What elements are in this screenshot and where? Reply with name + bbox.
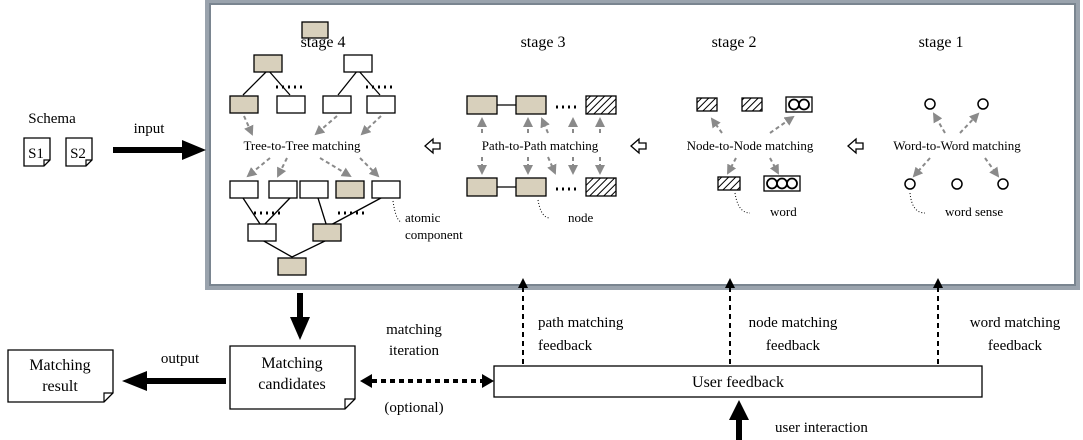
word-sense-icon [997, 178, 1009, 190]
optional-label: (optional) [384, 400, 443, 416]
tree-node [229, 95, 259, 114]
word-to-word-label: Word-to-Word matching [893, 138, 1021, 153]
matching-candidates-label-2: candidates [258, 376, 326, 393]
matching-result-label-2: result [42, 378, 78, 395]
tree-node [299, 180, 329, 199]
stage-flow-arrow-icon [630, 137, 647, 155]
matching-candidates-label-1: Matching [261, 355, 322, 372]
path-node-hatched [585, 177, 617, 197]
tree-node [335, 180, 365, 199]
schema-s2-label: S2 [70, 146, 86, 162]
tree-node [268, 180, 298, 199]
stage-4-trees: Tree-to-Tree matching atomic component [229, 21, 463, 276]
stage-2-title: stage 2 [712, 34, 757, 51]
path-to-path-label: Path-to-Path matching [482, 138, 599, 153]
node-icon [741, 97, 763, 112]
stage-3-paths: Path-to-Path matching node [466, 95, 617, 225]
iteration-arrow-right-icon [482, 374, 494, 388]
matching-result-label-1: Matching [29, 357, 90, 374]
stage-flow-arrow-icon [847, 137, 864, 155]
path-node [466, 95, 498, 115]
output-arrow-icon [122, 371, 147, 391]
tree-node [322, 95, 352, 114]
path-node [515, 177, 547, 197]
tree-node [253, 54, 283, 73]
tree-node [247, 223, 277, 242]
tree-node [277, 257, 307, 276]
atomic-component-label-1: atomic [405, 210, 441, 225]
word-sense-icon [904, 178, 916, 190]
tree-node [312, 223, 342, 242]
node-icon [717, 176, 741, 191]
schema-s2-doc [65, 137, 93, 167]
tree-node [301, 21, 329, 39]
down-arrow-icon [290, 317, 310, 340]
word-label: word [770, 204, 797, 219]
schema-input: Schema S1 S2 input [23, 111, 206, 167]
iteration-arrow-left-icon [360, 374, 372, 388]
tree-to-tree-label: Tree-to-Tree matching [243, 138, 361, 153]
matching-candidates: Matching candidates [229, 345, 356, 410]
node-label: node [568, 210, 594, 225]
path-feedback-label-1: path matching [538, 315, 624, 331]
tree-node [371, 180, 401, 199]
stage-3-title: stage 3 [521, 34, 566, 51]
user-feedback-label: User feedback [692, 374, 784, 391]
stage-1-title: stage 1 [919, 34, 964, 51]
atomic-component-label-2: component [405, 227, 463, 242]
word-sense-icon [951, 178, 963, 190]
input-arrow-icon [182, 140, 206, 160]
tree-node [343, 54, 373, 73]
path-node [466, 177, 498, 197]
stage-2-nodes: Node-to-Node matching word [687, 96, 814, 219]
matching-iteration-label-1: matching [386, 322, 442, 338]
user-feedback-box [493, 365, 983, 398]
schema-label: Schema [28, 111, 76, 127]
node-feedback-label-1: node matching [749, 315, 838, 331]
word-feedback-label-2: feedback [988, 338, 1043, 354]
matching-result: Matching result [7, 349, 114, 403]
word-feedback-label-1: word matching [970, 315, 1061, 331]
stage-flow-arrow-icon [424, 137, 441, 155]
user-interaction-arrow-icon [729, 400, 749, 420]
input-label: input [134, 121, 166, 137]
output-label: output [161, 351, 200, 367]
tree-node [366, 95, 396, 114]
schema-s1-doc [23, 137, 51, 167]
node-icon [696, 97, 718, 112]
tree-node [276, 95, 306, 114]
word-sense-icon [977, 98, 989, 110]
tree-node [229, 180, 259, 199]
path-node-hatched [585, 95, 617, 115]
node-to-node-label: Node-to-Node matching [687, 138, 814, 153]
user-interaction-label: user interaction [775, 420, 868, 436]
word-sense-icon [924, 98, 936, 110]
node-feedback-label-2: feedback [766, 338, 821, 354]
stage-1-words: Word-to-Word matching word sense [893, 98, 1021, 219]
path-feedback-label-2: feedback [538, 338, 593, 354]
word-sense-label: word sense [945, 204, 1003, 219]
path-node [515, 95, 547, 115]
schema-s1-label: S1 [28, 146, 44, 162]
matching-iteration-label-2: iteration [389, 343, 439, 359]
